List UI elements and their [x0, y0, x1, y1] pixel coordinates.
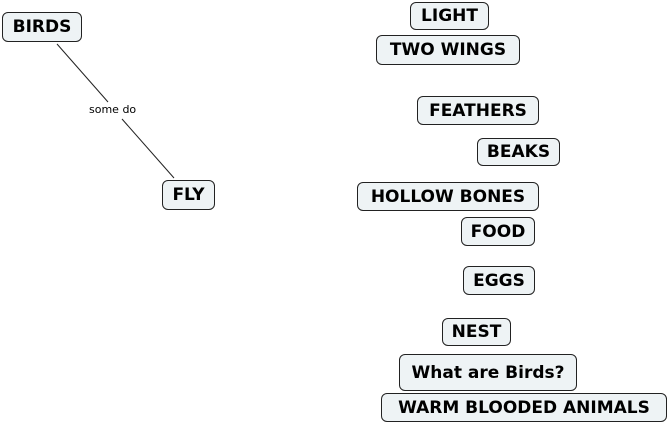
- concept-hollow-bones[interactable]: HOLLOW BONES: [357, 182, 539, 211]
- concept-nest[interactable]: NEST: [442, 318, 511, 346]
- link-label-some-do[interactable]: some do: [87, 103, 139, 116]
- concept-fly[interactable]: FLY: [162, 180, 215, 210]
- link-line-birds-to-label: [56, 43, 109, 103]
- concept-light[interactable]: LIGHT: [410, 2, 489, 30]
- concept-birds[interactable]: BIRDS: [2, 12, 82, 42]
- concept-two-wings[interactable]: TWO WINGS: [376, 35, 520, 65]
- concept-eggs[interactable]: EGGS: [463, 266, 535, 295]
- concept-beaks[interactable]: BEAKS: [477, 138, 560, 166]
- link-line-label-to-fly: [121, 118, 175, 179]
- concept-feathers[interactable]: FEATHERS: [417, 96, 539, 125]
- concept-what-are-birds[interactable]: What are Birds?: [399, 354, 577, 391]
- concept-warm-blooded-animals[interactable]: WARM BLOODED ANIMALS: [381, 393, 667, 422]
- concept-food[interactable]: FOOD: [461, 217, 535, 246]
